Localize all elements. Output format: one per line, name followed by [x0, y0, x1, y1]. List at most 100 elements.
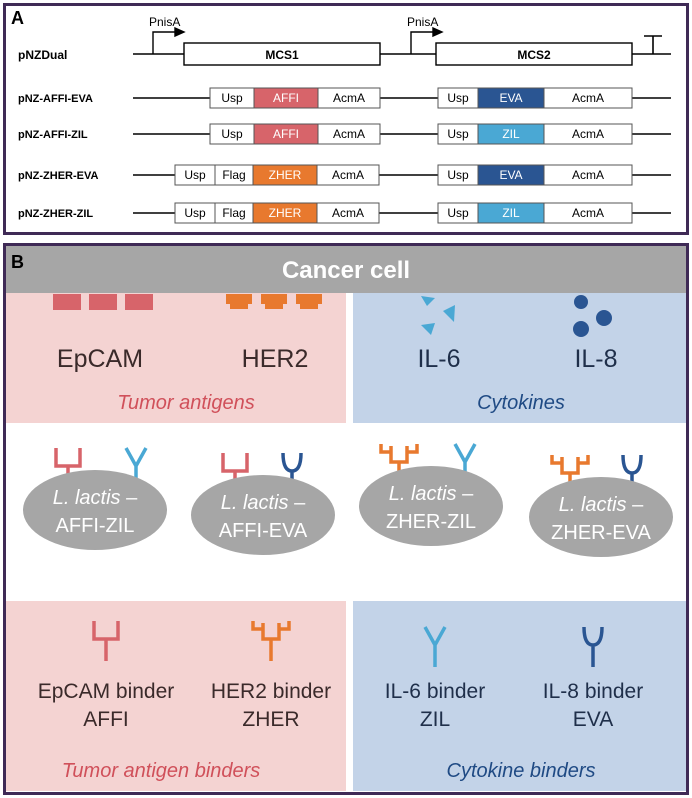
panel-a-letter: A — [11, 8, 24, 28]
segment-label: Usp — [221, 91, 243, 105]
lactis-cell — [359, 466, 503, 546]
tumor-binder-icon — [379, 444, 419, 484]
segment-label: EVA — [499, 168, 522, 182]
segment-label: ZHER — [269, 168, 302, 182]
panel-a-frame — [3, 3, 689, 235]
segment-label: AFFI — [273, 91, 299, 105]
segment-label: Usp — [221, 127, 243, 141]
il8-label: IL-8 — [574, 345, 617, 373]
segment-label: Flag — [222, 206, 245, 220]
segment-label: Usp — [184, 168, 206, 182]
construct-name: pNZ-AFFI-ZIL — [18, 129, 88, 141]
construct-name: pNZ-ZHER-EVA — [18, 170, 99, 182]
segment-label: ZHER — [269, 206, 302, 220]
binder-icons — [92, 621, 604, 667]
cell-label-line2: ZHER-ZIL — [386, 511, 476, 533]
cell-label-line1: L. lactis – — [53, 487, 138, 509]
cytokines-caption: Cytokines — [477, 392, 565, 414]
segment-label: AcmA — [572, 206, 604, 220]
il6-binder-label: IL-6 binder — [385, 680, 485, 703]
segment-box — [317, 123, 381, 145]
cell-label-line1: L. lactis – — [389, 483, 474, 505]
tumor-binder-icon — [550, 455, 590, 495]
panel-b-letter: B — [11, 252, 24, 272]
segment-label: AcmA — [333, 127, 365, 141]
segment-label: AcmA — [572, 91, 604, 105]
tumor-antigen-binders-caption: Tumor antigen binders — [62, 760, 261, 782]
promoter-2-icon — [410, 26, 444, 54]
epcam-label: EpCAM — [57, 345, 143, 373]
epcam-binder-icon — [92, 621, 120, 661]
segment-label: Usp — [447, 127, 469, 141]
segment-label: AcmA — [572, 168, 604, 182]
segment-label: ZIL — [502, 127, 520, 141]
epcam-binder-name: AFFI — [83, 708, 129, 731]
mcs2-label: MCS2 — [517, 48, 551, 62]
segment-box — [543, 202, 633, 224]
cell-label-line2: ZHER-EVA — [551, 522, 651, 544]
cytokine-binders-bg — [353, 601, 686, 791]
dual-name: pNZDual — [18, 48, 67, 62]
segment-label: AFFI — [273, 127, 299, 141]
terminator-icon — [644, 35, 662, 54]
il6-binder-icon — [423, 626, 447, 667]
mcs1-label: MCS1 — [265, 48, 299, 62]
segment-box — [317, 87, 381, 109]
segment-label: AcmA — [332, 168, 364, 182]
il8-binder-icon — [582, 626, 604, 667]
mcs2-box — [435, 42, 633, 66]
promoter-2-label: PnisA — [407, 15, 438, 29]
epcam-binder-label: EpCAM binder — [38, 680, 175, 703]
cell-label-line1: L. lactis – — [559, 494, 644, 516]
lactis-cell — [23, 470, 167, 550]
cell-label-line2: AFFI-ZIL — [56, 515, 135, 537]
segment-box — [543, 164, 633, 186]
il8-binder-label: IL-8 binder — [543, 680, 643, 703]
mcs1-box — [183, 42, 381, 66]
her2-antigen-icon — [226, 294, 322, 309]
lactis-cell — [191, 475, 335, 555]
cancer-cell-header — [6, 246, 686, 293]
her2-binder-name: ZHER — [242, 708, 299, 731]
segment-box — [316, 202, 380, 224]
segment-label: Usp — [447, 168, 469, 182]
tumor-antigen-binders-bg — [6, 601, 346, 791]
panel-a-plasmid-map: A pNZDual MCS1 MCS2 PnisA PnisA pNZ-AFFI… — [3, 3, 689, 235]
tumor-antigens-caption: Tumor antigens — [117, 392, 254, 414]
cell-label-line2: AFFI-EVA — [219, 520, 308, 542]
her2-label: HER2 — [242, 345, 309, 373]
cell-label-line1: L. lactis – — [221, 492, 306, 514]
il8-cytokine-icon — [573, 295, 612, 337]
her2-binder-label: HER2 binder — [211, 680, 331, 703]
segment-box — [316, 164, 380, 186]
panel-b-schematic: Cancer cell B EpCAM HER2 Tumor antigens … — [3, 243, 689, 795]
cytokine-binders-caption: Cytokine binders — [447, 760, 596, 782]
il6-label: IL-6 — [417, 345, 460, 373]
segment-label: Usp — [184, 206, 206, 220]
promoter-1-label: PnisA — [149, 15, 180, 29]
cytokines-bg — [353, 293, 686, 423]
cancer-cell-title: Cancer cell — [282, 257, 410, 284]
promoter-1-icon — [152, 26, 186, 54]
segment-label: AcmA — [333, 91, 365, 105]
segment-box — [543, 123, 633, 145]
segment-label: Usp — [447, 206, 469, 220]
segment-label: Flag — [222, 168, 245, 182]
construct-name: pNZ-AFFI-EVA — [18, 93, 93, 105]
segment-label: AcmA — [332, 206, 364, 220]
her2-binder-icon — [251, 621, 291, 661]
segment-label: ZIL — [502, 206, 520, 220]
il8-binder-name: EVA — [573, 708, 613, 731]
tumor-antigens-bg — [6, 293, 346, 423]
lactis-cell — [529, 477, 673, 557]
il6-binder-name: ZIL — [420, 708, 450, 731]
segment-label: EVA — [499, 91, 522, 105]
construct-name: pNZ-ZHER-ZIL — [18, 208, 93, 220]
segment-label: AcmA — [572, 127, 604, 141]
segment-label: Usp — [447, 91, 469, 105]
lactis-cells: L. lactis – AFFI-ZIL L. lactis – AFFI-EVA L.… — [23, 443, 673, 557]
segment-box — [543, 87, 633, 109]
epcam-antigen-icon — [53, 294, 153, 310]
il6-cytokine-icon — [421, 296, 455, 335]
